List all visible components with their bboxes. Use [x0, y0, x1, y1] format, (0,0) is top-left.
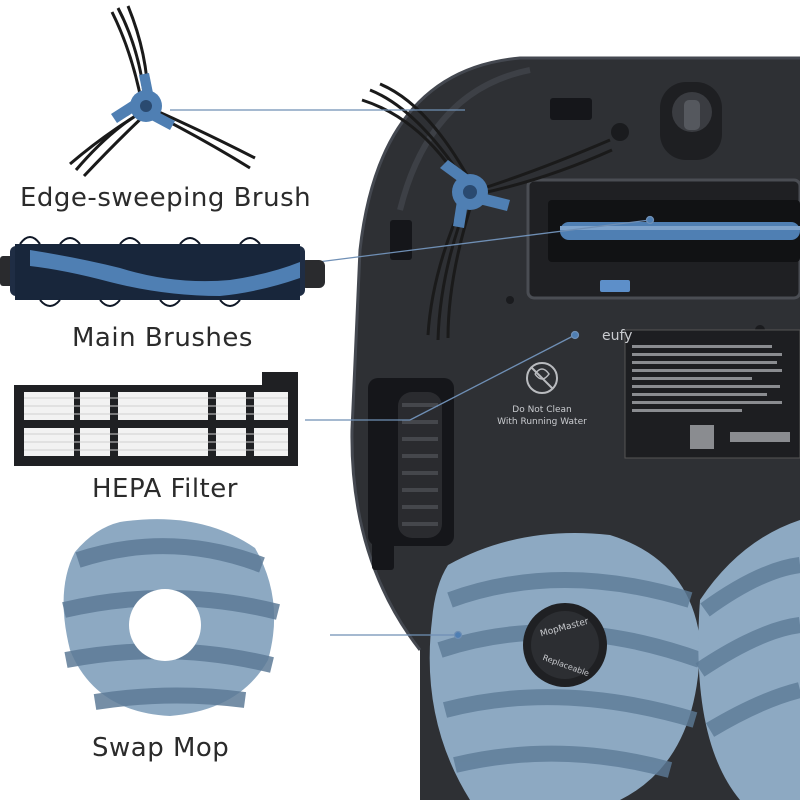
drive-wheel	[368, 378, 454, 546]
robot-vacuum-underside: eufy Do Not Clean With Running Water	[350, 56, 800, 800]
label-swap-mop: Swap Mop	[92, 733, 230, 763]
hepa-filter-image	[14, 372, 298, 466]
callout-lines	[170, 109, 655, 640]
swap-mop-image	[62, 519, 280, 716]
robot-edge-brush	[361, 82, 613, 341]
robot-mop-left: MopMaster Replaceable	[429, 533, 703, 800]
cliff-sensor	[390, 220, 412, 260]
label-hepa-filter: HEPA Filter	[92, 474, 238, 504]
main-brush-image	[0, 236, 325, 307]
label-edge-sweeping-brush: Edge-sweeping Brush	[20, 183, 312, 213]
warning-text-line1: Do Not Clean	[512, 405, 571, 415]
label-main-brushes: Main Brushes	[72, 323, 253, 353]
brand-logo: eufy	[602, 328, 632, 344]
caster-wheel	[660, 82, 722, 160]
robot-mop-right	[695, 520, 800, 800]
main-brush-bay	[526, 178, 800, 300]
warning-text-line2: With Running Water	[497, 417, 587, 427]
edge-sweeping-brush-image	[69, 5, 256, 178]
cliff-sensor	[550, 98, 592, 120]
no-water-warning-icon	[526, 362, 558, 394]
product-label-sticker	[624, 329, 800, 459]
